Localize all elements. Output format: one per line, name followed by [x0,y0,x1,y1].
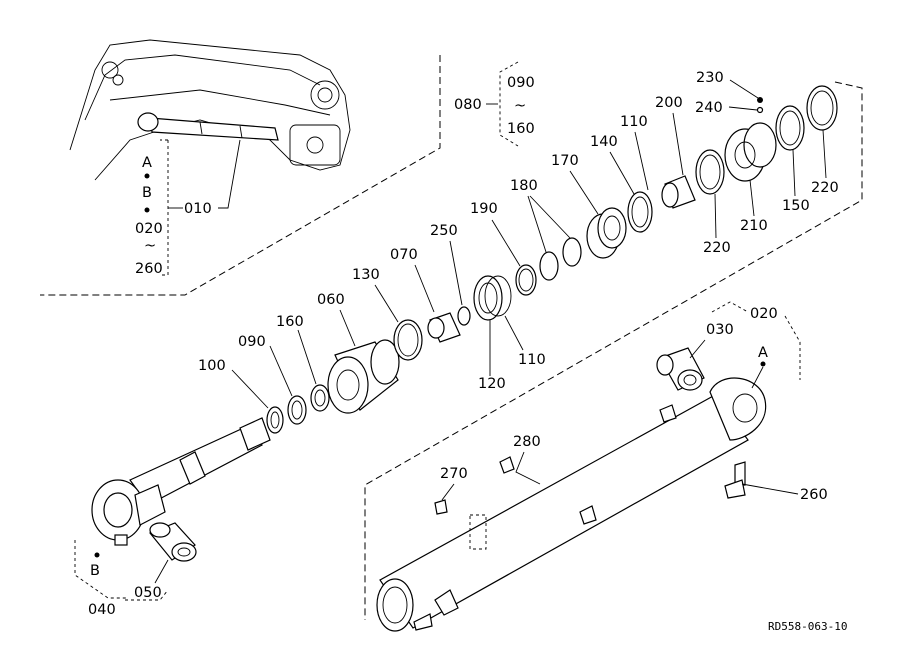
dot-marker [144,207,150,213]
part-220-ring-lower [695,149,725,195]
part-220-ring-upper [806,85,838,131]
part-060-gland [327,339,400,414]
part-200-collar [661,175,696,209]
part-280-fitting [499,456,515,474]
callout-050: 050 [134,585,162,601]
part-240-ball [756,106,764,114]
callout-170: 170 [551,153,579,169]
part-170-piston [586,207,627,259]
callout-060: 060 [317,292,345,308]
callout-270: 270 [440,466,468,482]
drawing-reference-code: RD558-063-10 [768,620,847,633]
machine-arm-inset [40,39,441,296]
callout-180: 180 [510,178,538,194]
callout-020: 020 [750,306,778,322]
part-110-ring [484,275,512,317]
tilde-separator: ~ [144,238,156,254]
range-020-label: 020 [135,221,163,237]
part-180-ring-a [539,251,559,281]
tube-frame [364,81,863,620]
callout-090-range: 090 [507,75,535,91]
dot-marker [94,552,100,558]
callout-040: 040 [88,602,116,618]
part-150-ring [775,105,805,151]
part-050-bushing [149,522,197,562]
dot-marker [144,173,150,179]
cylinder-tube [376,377,767,632]
callout-220-upper: 220 [811,180,839,196]
part-270-plug [434,499,448,515]
callout-100: 100 [198,358,226,374]
letter-b-left: B [142,185,152,201]
part-210-nut [724,122,777,182]
callout-080: 080 [454,97,482,113]
callout-160-range: 160 [507,121,535,137]
callout-190: 190 [470,201,498,217]
callout-090: 090 [238,334,266,350]
letter-a-right: A [758,345,768,361]
part-090-seal [287,395,307,425]
callout-120: 120 [478,376,506,392]
part-250-ring [457,306,471,326]
callout-260-range: 260 [135,261,163,277]
callout-200: 200 [655,95,683,111]
part-160-ring [310,384,330,412]
letter-b-bottom: B [90,563,100,579]
callout-140: 140 [590,134,618,150]
callout-110-lower: 110 [518,352,546,368]
callout-030: 030 [706,322,734,338]
tilde-separator-2: ~ [514,98,526,114]
callout-210: 210 [740,218,768,234]
part-070-bushing [427,312,461,343]
callout-220-lower: 220 [703,240,731,256]
part-030-bushing [656,347,705,391]
callout-150: 150 [782,198,810,214]
callout-260: 260 [800,487,828,503]
callout-130: 130 [352,267,380,283]
part-130-oring [393,319,423,361]
callout-010: 010 [184,201,212,217]
letter-a-left: A [142,155,152,171]
callout-280: 280 [513,434,541,450]
part-100-seal [266,406,284,434]
piston-rod [91,417,271,546]
callout-110-upper: 110 [620,114,648,130]
part-120-seal [473,275,503,321]
callout-240: 240 [695,100,723,116]
dot-marker [760,361,766,367]
part-230-screw [757,97,763,103]
callout-160: 160 [276,314,304,330]
callout-230: 230 [696,70,724,86]
callout-070: 070 [390,247,418,263]
callout-250: 250 [430,223,458,239]
part-180-ring-b [562,237,582,267]
